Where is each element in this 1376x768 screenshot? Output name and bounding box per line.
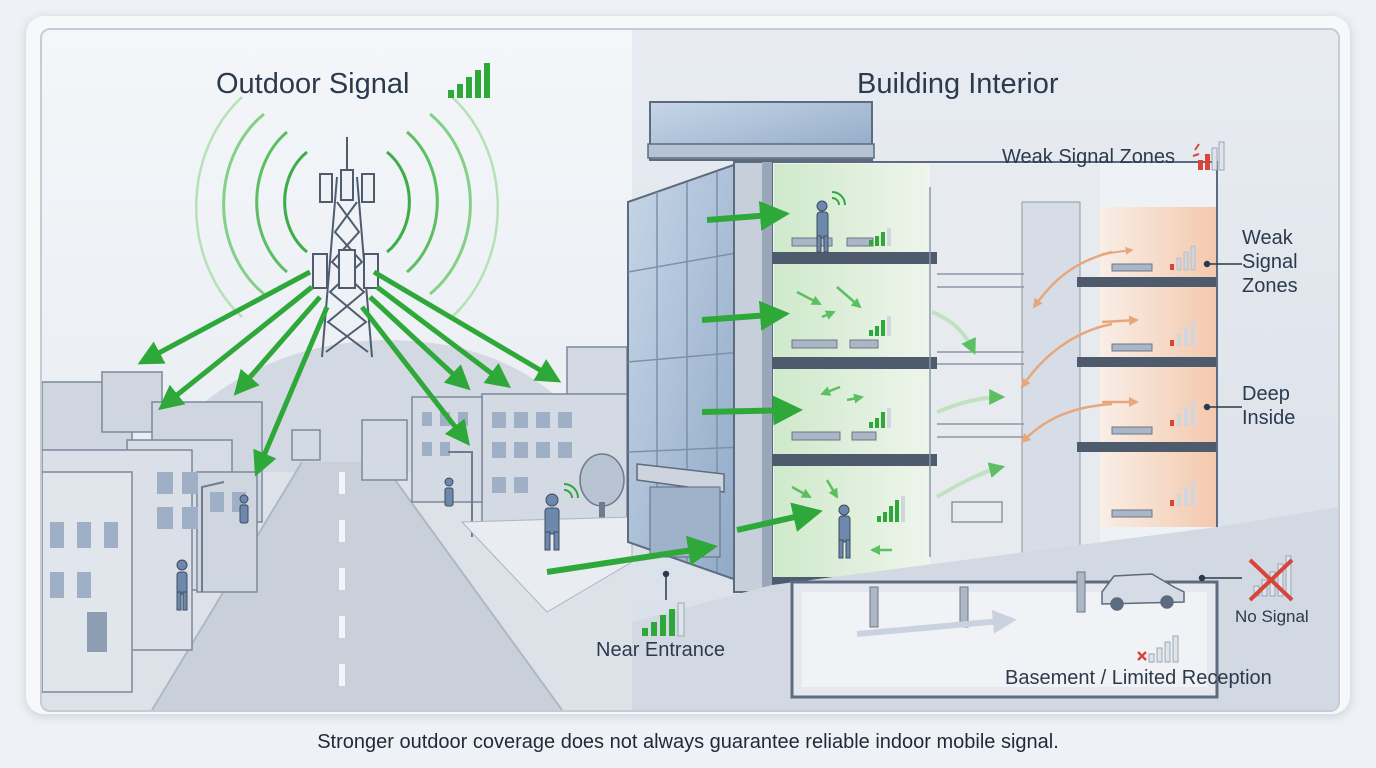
building-facade bbox=[627, 101, 875, 593]
concrete-core bbox=[1021, 201, 1081, 563]
interior-signal-arrows bbox=[791, 286, 892, 555]
indoor-title: Building Interior bbox=[857, 68, 1059, 100]
diagram-frame bbox=[40, 28, 1340, 712]
person-icons-indoor bbox=[816, 200, 851, 559]
signal-bars-full-icon bbox=[448, 63, 490, 98]
cell-tower-icon bbox=[312, 137, 379, 358]
no-signal-x-icon bbox=[1248, 555, 1294, 602]
diagram-scene bbox=[42, 30, 1338, 710]
entering-signal-arrows bbox=[546, 200, 823, 575]
no-signal-label: No Signal bbox=[1235, 607, 1309, 626]
room-signal-bars-strong bbox=[869, 228, 905, 522]
signal-bars-strong-icon bbox=[642, 602, 685, 637]
signal-bars-limited-icon bbox=[1137, 635, 1179, 663]
office-furniture bbox=[791, 237, 1153, 518]
outdoor-signal-arrows bbox=[137, 269, 562, 477]
near-entrance-label: Near Entrance bbox=[596, 639, 725, 661]
car-icon bbox=[1101, 573, 1185, 611]
outdoor-title: Outdoor Signal bbox=[216, 68, 410, 100]
deep-inside-label: Deep Inside bbox=[1242, 383, 1296, 429]
person-icons-outdoor bbox=[176, 477, 560, 611]
caption: Stronger outdoor coverage does not alway… bbox=[317, 731, 1059, 753]
weak-signal-zones-side-label: Weak Signal Zones bbox=[1242, 227, 1298, 297]
radio-waves bbox=[194, 96, 500, 318]
atrium-balconies bbox=[937, 273, 1024, 523]
weak-signal-zones-label: Weak Signal Zones bbox=[1002, 146, 1176, 168]
street-lamp-icon bbox=[201, 451, 473, 592]
signal-bars-weak-icon bbox=[1192, 141, 1225, 171]
left-buildings bbox=[42, 371, 263, 693]
leader-lines bbox=[662, 260, 1242, 600]
reflected-signal-arrows bbox=[1020, 246, 1139, 444]
tree-icon bbox=[579, 453, 625, 527]
fading-signal-arrows bbox=[931, 310, 1006, 499]
street bbox=[152, 462, 562, 710]
room-signal-bars-weak bbox=[1170, 245, 1196, 506]
basement-label: Basement / Limited Reception bbox=[1005, 667, 1272, 689]
